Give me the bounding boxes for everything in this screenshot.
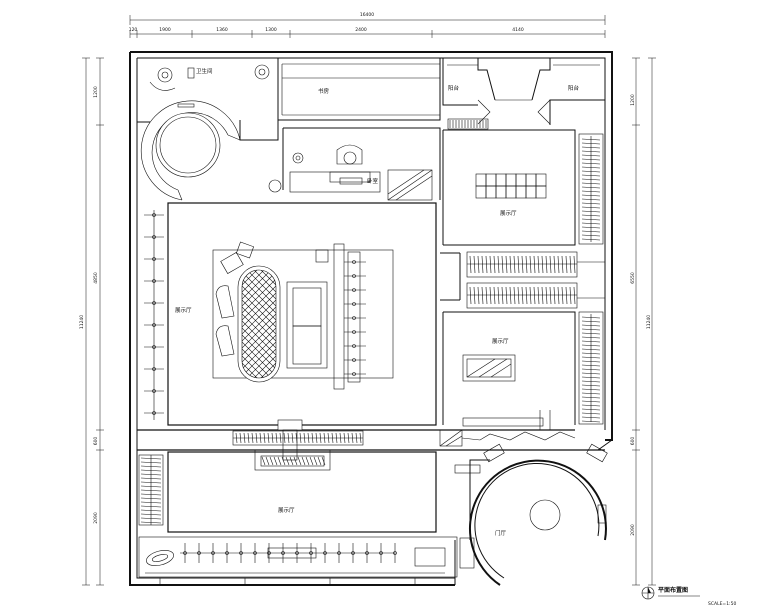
entrance-hall: 门厅 — [454, 439, 613, 586]
dim-left-2: 4850 — [93, 272, 99, 284]
drawing-scale: SCALE=1:50 — [708, 601, 736, 607]
north-display-hall: 展示厅 — [442, 129, 604, 246]
room-label-balcony-left: 阳台 — [448, 84, 460, 92]
room-label-south-hall: 展示厅 — [492, 338, 509, 345]
dim-right-1: 1200 — [630, 94, 636, 106]
oval-display-table — [237, 265, 281, 383]
sofa — [286, 281, 328, 369]
dim-left-1: 1200 — [93, 86, 99, 98]
dim-top-5: 2400 — [355, 27, 367, 33]
title-block: 平面布置图 SCALE=1:50 — [641, 586, 736, 607]
dim-right-total: 11240 — [646, 315, 652, 329]
dim-right-2: 6550 — [630, 272, 636, 284]
room-label-lower-hall: 展示厅 — [278, 507, 295, 514]
dim-top-1: 120 — [129, 27, 138, 33]
central-display-hall: 展示厅 — [144, 202, 437, 426]
top-dimension-chain: 16400 120 1900 1360 1300 2400 4140 — [129, 12, 606, 38]
corridor-racks — [440, 251, 605, 309]
south-display-hall: 展示厅 — [442, 311, 604, 427]
dim-top-total: 16400 — [360, 12, 374, 18]
room-label-north-hall: 展示厅 — [500, 210, 517, 217]
room-label-entrance: 门厅 — [495, 529, 507, 537]
right-dimension-chain: 1200 6550 600 2090 11240 — [630, 57, 656, 586]
dim-top-2: 1900 — [159, 27, 171, 33]
left-dimension-chain: 11240 1200 4850 600 2090 — [79, 57, 104, 586]
dim-right-4: 2090 — [630, 524, 636, 536]
dim-top-3: 1360 — [216, 27, 228, 33]
room-label-study: 书房 — [318, 87, 330, 95]
dim-top-4: 1300 — [265, 27, 277, 33]
balconies: 阳台 阳台 — [442, 58, 605, 130]
spiral-stair — [140, 100, 241, 201]
room-label-bedroom: 卧室 — [367, 177, 379, 185]
outer-walls — [129, 51, 613, 586]
study: 书房 卧室 — [268, 58, 441, 201]
drawing-title: 平面布置图 — [658, 586, 688, 594]
dim-left-4: 2090 — [93, 512, 99, 524]
lower-divider — [137, 410, 605, 471]
dim-right-3: 600 — [630, 437, 636, 446]
room-label-bathroom: 卫生间 — [196, 67, 213, 75]
lower-display-hall: 展示厅 — [138, 451, 475, 585]
room-label-center-hall: 展示厅 — [175, 307, 192, 314]
dim-left-3: 600 — [93, 437, 99, 446]
dim-top-6: 4140 — [512, 27, 524, 33]
lounge-chairs — [215, 241, 255, 357]
dim-left-total: 11240 — [79, 315, 85, 329]
bathroom: 卫生间 — [137, 58, 279, 141]
room-label-balcony-right: 阳台 — [568, 84, 580, 92]
